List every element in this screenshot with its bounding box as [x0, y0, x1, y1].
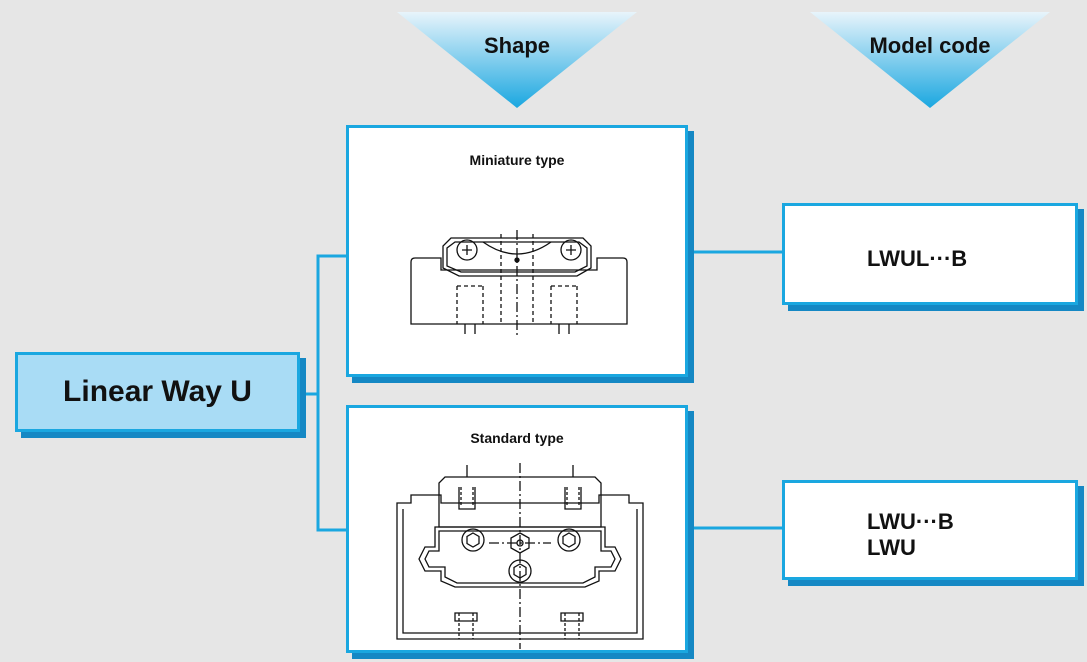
connector-root-to-standard: [316, 394, 348, 532]
shape-box-standard: Standard type: [346, 405, 688, 653]
model-code-header-label: Model code: [869, 33, 991, 58]
shape-label-miniature: Miniature type: [469, 152, 565, 168]
model-code-standard-line-2: LWU: [867, 535, 916, 560]
shape-header-triangle: [397, 12, 637, 108]
root-box: Linear Way U: [15, 352, 300, 432]
standard-drawing: [396, 463, 644, 649]
model-code-box-standard: LWU···B LWU: [782, 480, 1078, 580]
connector-root-to-miniature: [300, 254, 348, 396]
shape-header-label: Shape: [483, 33, 551, 58]
model-code-box-miniature: LWUL···B: [782, 203, 1078, 305]
miniature-drawing: [410, 230, 628, 336]
model-code-miniature-line-1: LWUL···B: [867, 246, 968, 271]
shape-box-miniature: Miniature type: [346, 125, 688, 377]
model-code-standard-line-1: LWU···B: [867, 509, 954, 534]
shape-label-standard: Standard type: [470, 430, 564, 446]
root-label: Linear Way U: [63, 375, 252, 408]
model-code-header-triangle: [810, 12, 1050, 108]
